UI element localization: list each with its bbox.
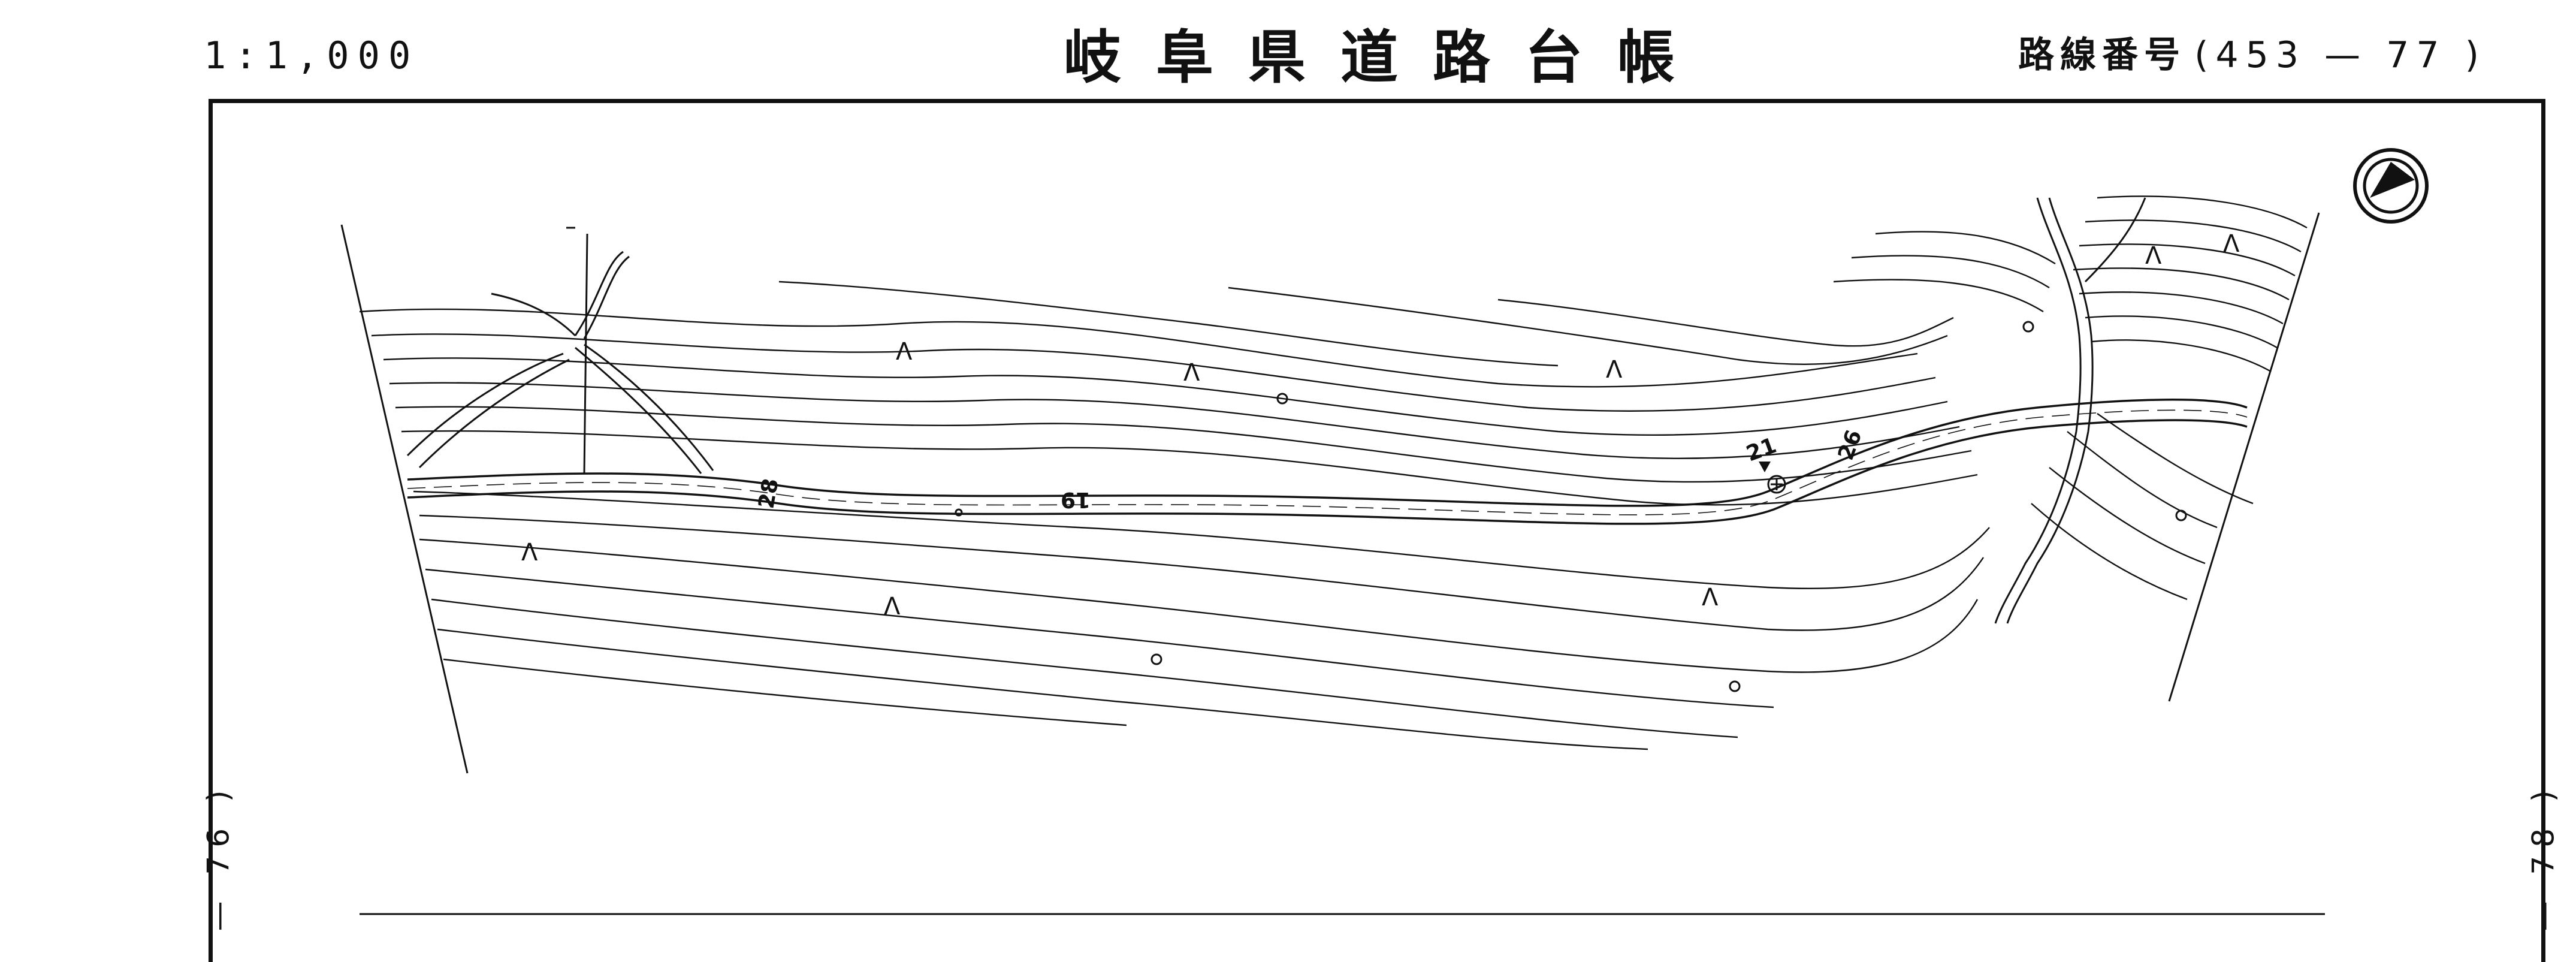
land-symbol: Λ bbox=[1606, 356, 1623, 384]
land-symbol: Λ bbox=[896, 338, 913, 366]
land-symbol: Λ bbox=[2145, 242, 2162, 270]
triangle-marker-icon bbox=[1759, 462, 1771, 472]
stream-left bbox=[406, 227, 714, 474]
route-number-label: 路線番号 bbox=[2018, 34, 2187, 76]
survey-point bbox=[1150, 653, 1162, 665]
route-number-value: (453 — 77 ) bbox=[2194, 34, 2486, 76]
land-symbol: Λ bbox=[1183, 359, 1200, 387]
page-title: 岐阜県道路台帳 bbox=[1064, 23, 1710, 91]
survey-point bbox=[2175, 509, 2187, 521]
contour-lines-lower bbox=[413, 413, 2254, 750]
road-marker-19: 19 bbox=[1061, 487, 1091, 512]
survey-point bbox=[955, 508, 963, 517]
road-marker-28: 28 bbox=[754, 477, 783, 510]
road bbox=[407, 399, 2248, 525]
land-symbol: Λ bbox=[884, 593, 901, 620]
north-arrow-icon bbox=[2353, 148, 2429, 224]
sheet-edge-left bbox=[340, 224, 469, 774]
road-marker-26: 26 bbox=[1834, 427, 1867, 463]
land-symbol: Λ bbox=[2223, 230, 2240, 258]
sheet-edge-right bbox=[2168, 212, 2320, 702]
land-symbol: Λ bbox=[521, 539, 538, 566]
benchmark-icon bbox=[1767, 475, 1786, 494]
survey-point bbox=[1729, 680, 1741, 692]
map-scale: 1:1,000 bbox=[204, 34, 419, 77]
stream-right bbox=[1994, 197, 2146, 624]
road-map: 28 19 21 26 Λ Λ Λ Λ Λ Λ Λ Λ bbox=[340, 148, 2429, 915]
land-symbol: Λ bbox=[1702, 584, 1719, 611]
contour-lines-upper bbox=[359, 195, 2308, 506]
map-frame bbox=[209, 99, 2545, 962]
route-number: 路線番号(453 — 77 ) bbox=[2018, 37, 2486, 73]
survey-point bbox=[1276, 393, 1288, 405]
survey-point bbox=[2022, 321, 2034, 333]
